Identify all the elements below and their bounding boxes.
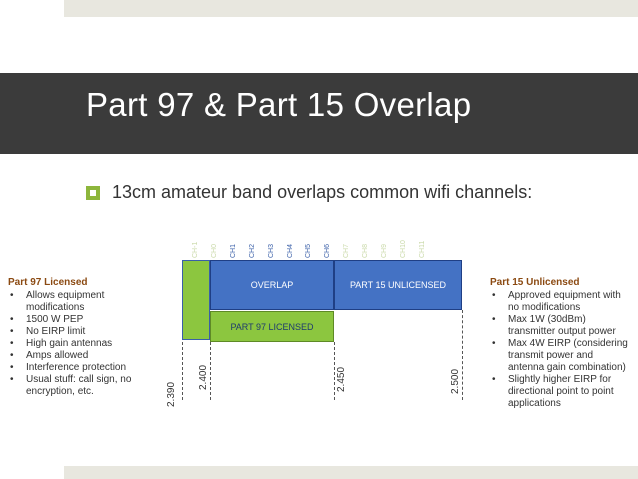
bottom-decor-bar xyxy=(64,466,638,479)
part97-list-item: Allows equipment modifications xyxy=(8,290,163,314)
part97-info: Part 97 Licensed Allows equipment modifi… xyxy=(8,277,163,398)
slide-title: Part 97 & Part 15 Overlap xyxy=(86,86,472,123)
part15-heading: Part 15 Unlicensed xyxy=(490,277,580,288)
channel-label: CH5 xyxy=(305,243,313,258)
licensed-band-outline xyxy=(182,260,210,340)
licensed-band-start xyxy=(182,260,210,340)
freq-label-2500: 2.500 xyxy=(450,368,461,394)
square-bullet-icon xyxy=(86,185,100,200)
channel-label: CH0 xyxy=(210,243,218,258)
overlap-band-label: OVERLAP xyxy=(250,280,294,290)
freq-label-2390: 2.390 xyxy=(166,381,177,407)
channel-label: CH-1 xyxy=(192,241,199,258)
freq-line-2450 xyxy=(334,342,335,400)
overlap-band: OVERLAP xyxy=(210,260,334,310)
part97-list-item: Interference protection xyxy=(8,362,163,374)
part97-list-item: High gain antennas xyxy=(8,338,163,350)
main-bullet-text: 13cm amateur band overlaps common wifi c… xyxy=(112,182,533,202)
part97-licensed-band: PART 97 LICENSED xyxy=(210,311,334,342)
channel-label: CH9 xyxy=(381,243,388,258)
channel-label: CH4 xyxy=(286,243,294,258)
part15-band-label: PART 15 UNLICENSED xyxy=(349,280,447,290)
channel-label: CH2 xyxy=(248,243,256,258)
channel-label: CH3 xyxy=(267,243,275,258)
channel-label: CH7 xyxy=(343,243,351,258)
part97-list: Allows equipment modifications1500 W PEP… xyxy=(8,290,163,398)
main-bullet: 13cm amateur band overlaps common wifi c… xyxy=(86,182,532,203)
freq-label-2400: 2.400 xyxy=(198,364,209,390)
freq-line-2500 xyxy=(462,310,463,400)
part15-list-item: Max 4W EIRP (considering transmit power … xyxy=(490,338,630,374)
channel-label: CH6 xyxy=(324,243,332,258)
freq-line-2390 xyxy=(182,342,183,400)
part15-info: Part 15 Unlicensed Approved equipment wi… xyxy=(490,277,630,410)
part97-list-item: No EIRP limit xyxy=(8,326,163,338)
part15-list: Approved equipment with no modifications… xyxy=(490,290,630,410)
freq-line-2400 xyxy=(210,342,211,400)
channel-label: CH10 xyxy=(399,240,407,258)
part97-list-item: 1500 W PEP xyxy=(8,314,163,326)
channel-label: CH8 xyxy=(362,243,370,258)
top-decor-bar xyxy=(64,0,638,17)
part15-list-item: Slightly higher EIRP for directional poi… xyxy=(490,374,630,410)
part15-unlicensed-band: PART 15 UNLICENSED xyxy=(334,260,462,310)
part97-band-label: PART 97 LICENSED xyxy=(230,321,314,332)
part15-list-item: Approved equipment with no modifications xyxy=(490,290,630,314)
part97-list-item: Usual stuff: call sign, no encryption, e… xyxy=(8,374,163,398)
title-bar xyxy=(0,73,638,154)
channel-label: CH11 xyxy=(418,240,426,258)
freq-label-2450: 2.450 xyxy=(336,366,347,392)
channel-label: CH1 xyxy=(229,243,237,258)
part15-list-item: Max 1W (30dBm) transmitter output power xyxy=(490,314,630,338)
part97-list-item: Amps allowed xyxy=(8,350,163,362)
part97-heading: Part 97 Licensed xyxy=(8,277,88,288)
